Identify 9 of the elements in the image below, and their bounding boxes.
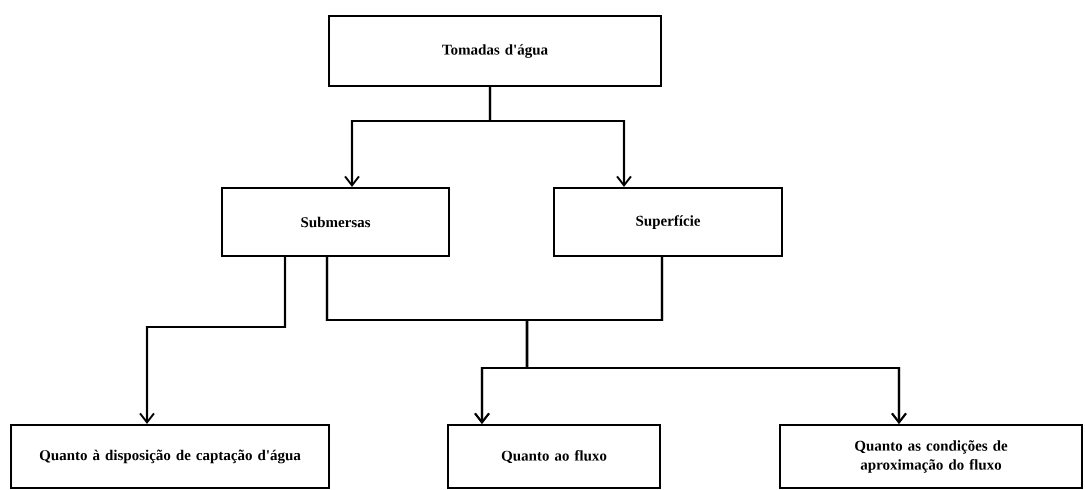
process-box: Quanto ao fluxo xyxy=(447,424,661,489)
process-box: Submersas xyxy=(221,187,450,257)
process-box: Superfície xyxy=(553,187,783,257)
arrow xyxy=(139,257,287,424)
arrow xyxy=(525,257,907,424)
process-box: Tomadas d'água xyxy=(328,15,662,87)
arrow xyxy=(488,87,632,187)
process-box: Quanto as condições de aproximação do fluxo xyxy=(779,424,1083,489)
process-box: Quanto à disposição de captação d'água xyxy=(10,424,330,489)
